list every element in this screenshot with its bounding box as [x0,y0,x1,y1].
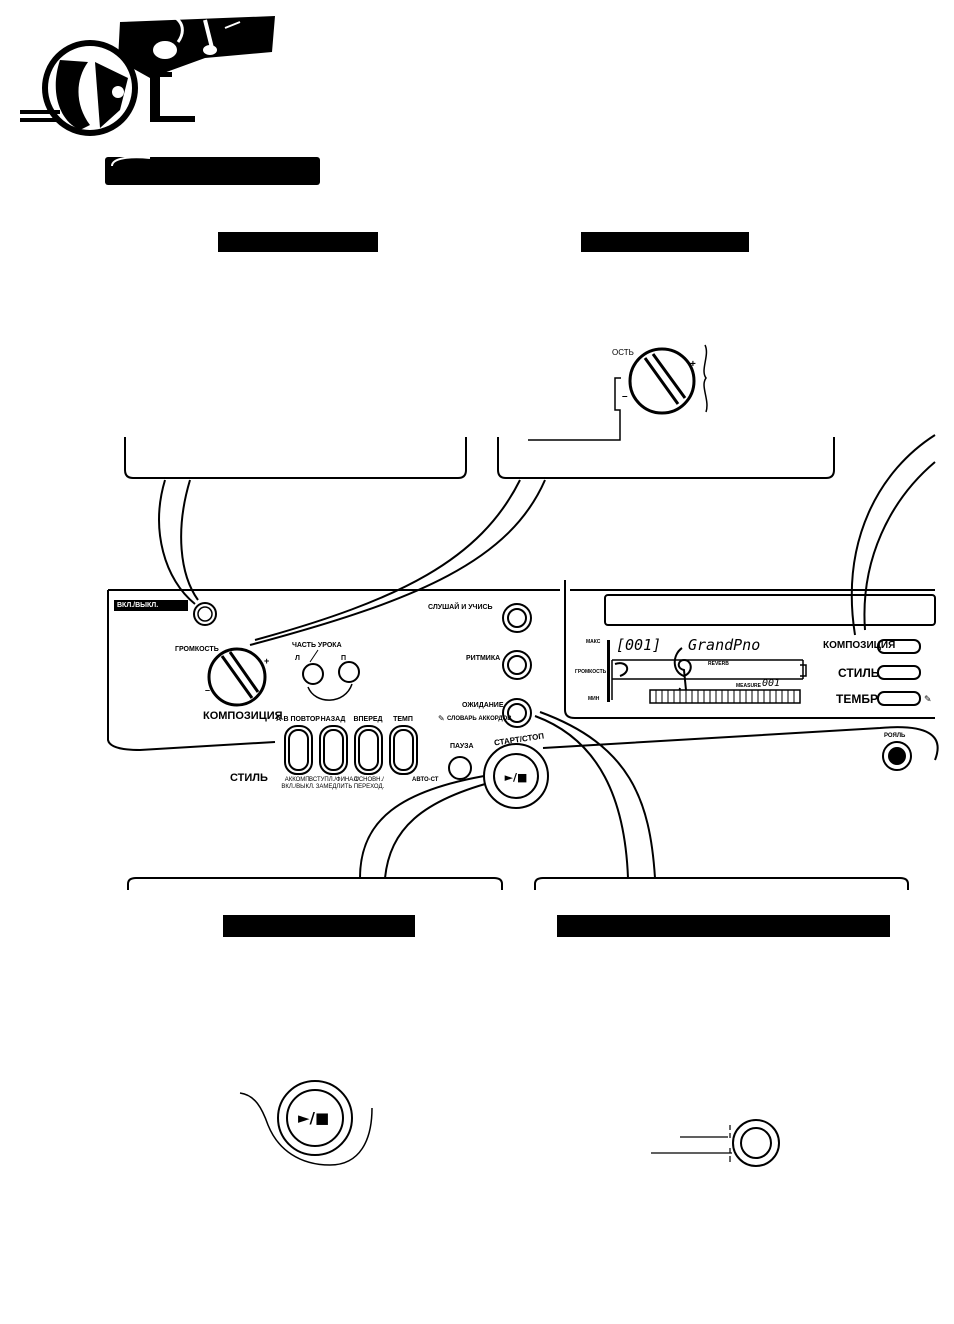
left-hand-label: Л [295,655,300,662]
rhythm-button[interactable] [503,651,531,679]
heading-bar-bottom-right [557,915,890,937]
power-label-badge [114,600,188,611]
ab-repeat-label: A-B ПОВТОР [276,716,320,723]
wait-label: ОЖИДАНИЕ [462,702,504,709]
right-hand-button[interactable] [339,662,359,682]
ab-repeat-button[interactable] [285,726,312,774]
wait-button[interactable] [503,699,531,727]
lcd-max-label: МАКС [586,639,601,645]
lcd-voice-name: GrandPno [688,636,761,654]
listen-learn-label: СЛУШАЙ И УЧИСЬ [428,604,493,611]
music-logo-icon [20,14,320,185]
lcd-number: [001] [616,636,662,654]
main-label-line2: ПЕРЕХОД. [353,784,385,790]
lcd-volume-label: ГРОМКОСТЬ [575,669,607,675]
lcd-measure-value: 001 [762,678,781,689]
style-mode-label: СТИЛЬ [230,772,268,784]
chord-icon-right: ✎ [924,694,932,704]
lcd-measure-label: MEASURE [736,683,762,689]
voice-button-label: ТЕМБР [836,692,878,706]
tempo-button[interactable] [390,726,417,774]
auto-label: АВТО-СТ [412,777,439,783]
song-button-label: КОМПОЗИЦИЯ [823,640,896,651]
forward-button[interactable] [355,726,382,774]
callout-volume-minus: – [622,391,628,402]
heading-bar-top-right [581,232,749,252]
song-button[interactable] [878,640,920,653]
voice-button[interactable] [878,692,920,705]
heading-bar-bottom-left [223,915,415,937]
record-label: РОЯЛЬ [884,733,906,739]
listen-learn-button[interactable] [503,604,531,632]
back-label: НАЗАД [320,716,346,723]
right-hand-label: П [341,655,347,662]
volume-knob[interactable] [209,649,265,705]
style-button-label: СТИЛЬ [838,666,880,680]
forward-label: ВПЕРЕД [353,716,383,723]
song-mode-label: КОМПОЗИЦИЯ [203,710,283,722]
pause-label: ПАУЗА [450,743,474,750]
volume-minus: – [205,685,211,695]
chord-dict-label: СЛОВАРЬ АККОРДОВ [447,716,512,722]
lesson-part-label: ЧАСТЬ УРОКА [292,642,342,649]
pause-button[interactable] [449,757,471,779]
intro-label-line1: ВСТУПЛ./ФИНАЛ/ [309,777,359,783]
accomp-label-line2: ВКЛ./ВЫКЛ. [281,784,315,790]
chord-dict-icon: ✎ [438,714,445,723]
accomp-label-line1: АККОМП. [284,777,312,783]
volume-plus: + [264,656,270,666]
callout-volume-plus: + [690,359,696,370]
power-label: ВКЛ./ВЫКЛ. [117,602,159,609]
tempo-label: ТЕМП [393,716,413,723]
back-button[interactable] [320,726,347,774]
record-button[interactable] [883,742,911,770]
heading-bar-top-left [218,232,378,252]
main-label-line1: ОСНОВН./ [354,777,384,783]
lcd-min-label: МИН [588,696,600,702]
callout-volume-label: ОСТЬ [612,348,634,357]
left-hand-button[interactable] [303,664,323,684]
start-stop-button[interactable]: ►/■ [494,754,538,798]
lcd-reverb-label: REVERB [708,661,729,667]
play-stop-icon: ►/■ [504,770,528,784]
intro-label-line2: ЗАМЕДЛИТЬ [315,784,353,790]
callout-play-stop-icon: ►/■ [298,1109,330,1127]
rhythm-label: РИТМИКА [466,655,501,662]
volume-label: ГРОМКОСТЬ [175,646,219,653]
style-button[interactable] [878,666,920,679]
power-button[interactable] [194,603,216,625]
